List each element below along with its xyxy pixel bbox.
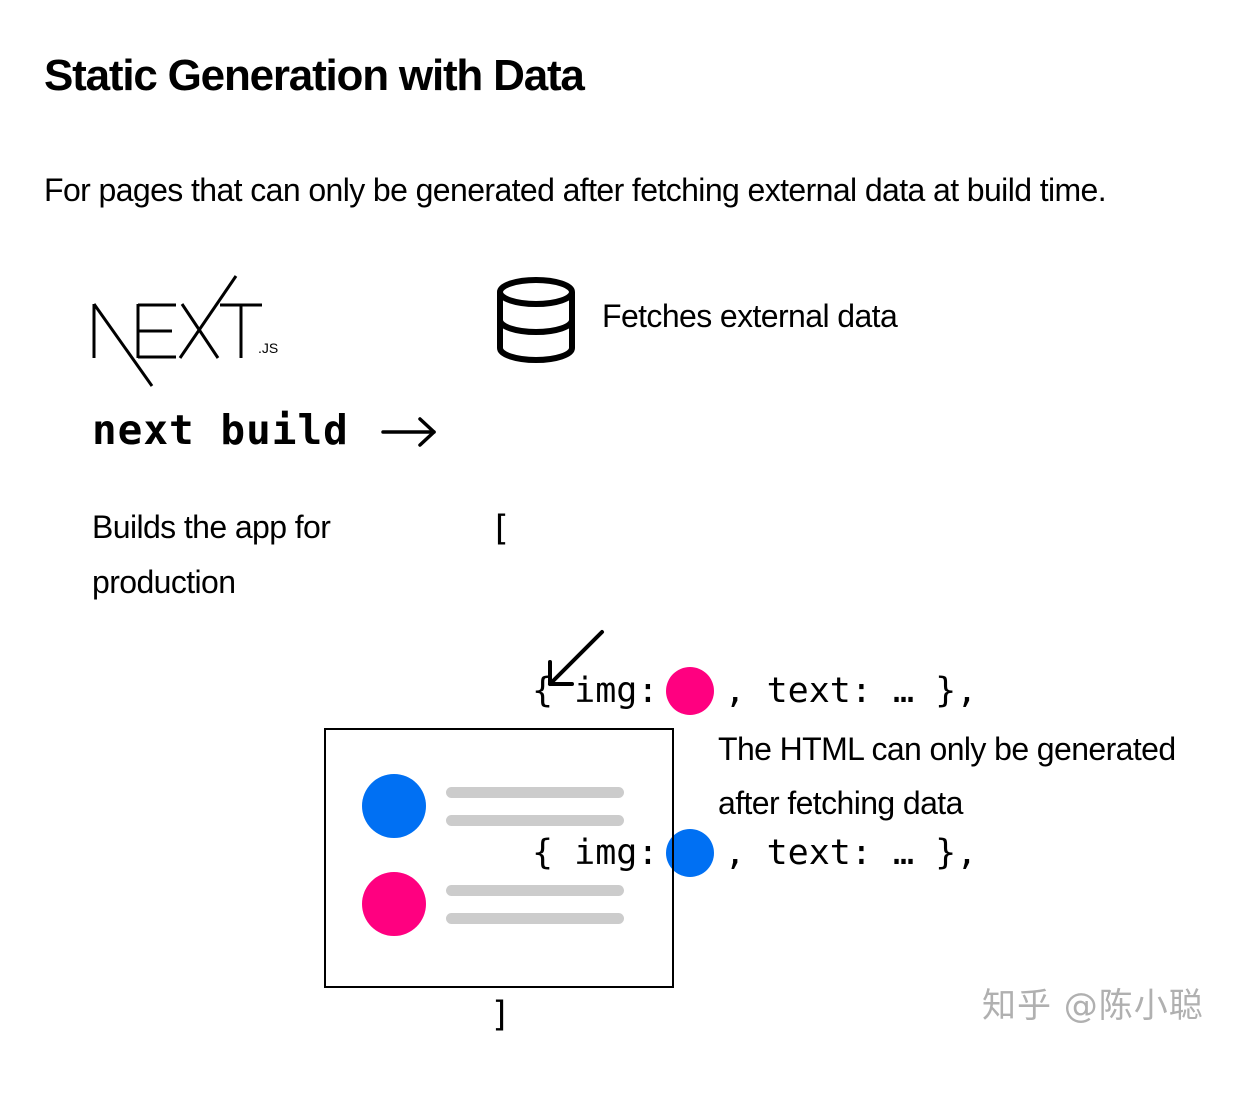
pink-image-dot [666, 667, 715, 715]
fetch-label: Fetches external data [602, 298, 898, 334]
pink-image-circle [362, 872, 426, 936]
code-item: { img: , text: … }, [490, 826, 977, 880]
nextjs-logo: .JS [90, 272, 290, 388]
text-line-placeholder [446, 885, 624, 896]
blue-image-dot [666, 829, 715, 877]
text-line-placeholder [446, 913, 624, 924]
database-icon [494, 276, 578, 364]
watermark: 知乎 @陈小聪 [982, 986, 1204, 1026]
svg-text:.JS: .JS [258, 340, 278, 356]
html-page-preview [324, 728, 674, 988]
code-prefix: { img: [532, 671, 659, 711]
data-array-code: [ { img:, text: … }, { img:, text: … }, … [490, 394, 977, 1096]
blue-image-circle [362, 774, 426, 838]
code-close-bracket: ] [490, 995, 512, 1035]
code-suffix: , text: … }, [724, 671, 978, 711]
code-item: { img: , text: … }, [490, 664, 977, 718]
nextjs-logo-icon: .JS [92, 275, 278, 387]
preview-row [362, 872, 632, 936]
arrow-right-icon [380, 414, 438, 450]
page-subtitle: For pages that can only be generated aft… [44, 172, 1107, 208]
page-title: Static Generation with Data [44, 51, 585, 100]
next-build-command: next build [92, 406, 349, 454]
arrow-down-left-icon [540, 626, 610, 692]
html-description: The HTML can only be generated after fet… [718, 731, 1176, 821]
code-prefix: { img: [532, 833, 659, 873]
code-open-bracket: [ [490, 509, 512, 549]
preview-row [362, 774, 632, 838]
text-line-placeholder [446, 815, 624, 826]
code-suffix: , text: … }, [724, 833, 978, 873]
text-line-placeholder [446, 787, 624, 798]
build-description: Builds the app for production [92, 509, 331, 600]
